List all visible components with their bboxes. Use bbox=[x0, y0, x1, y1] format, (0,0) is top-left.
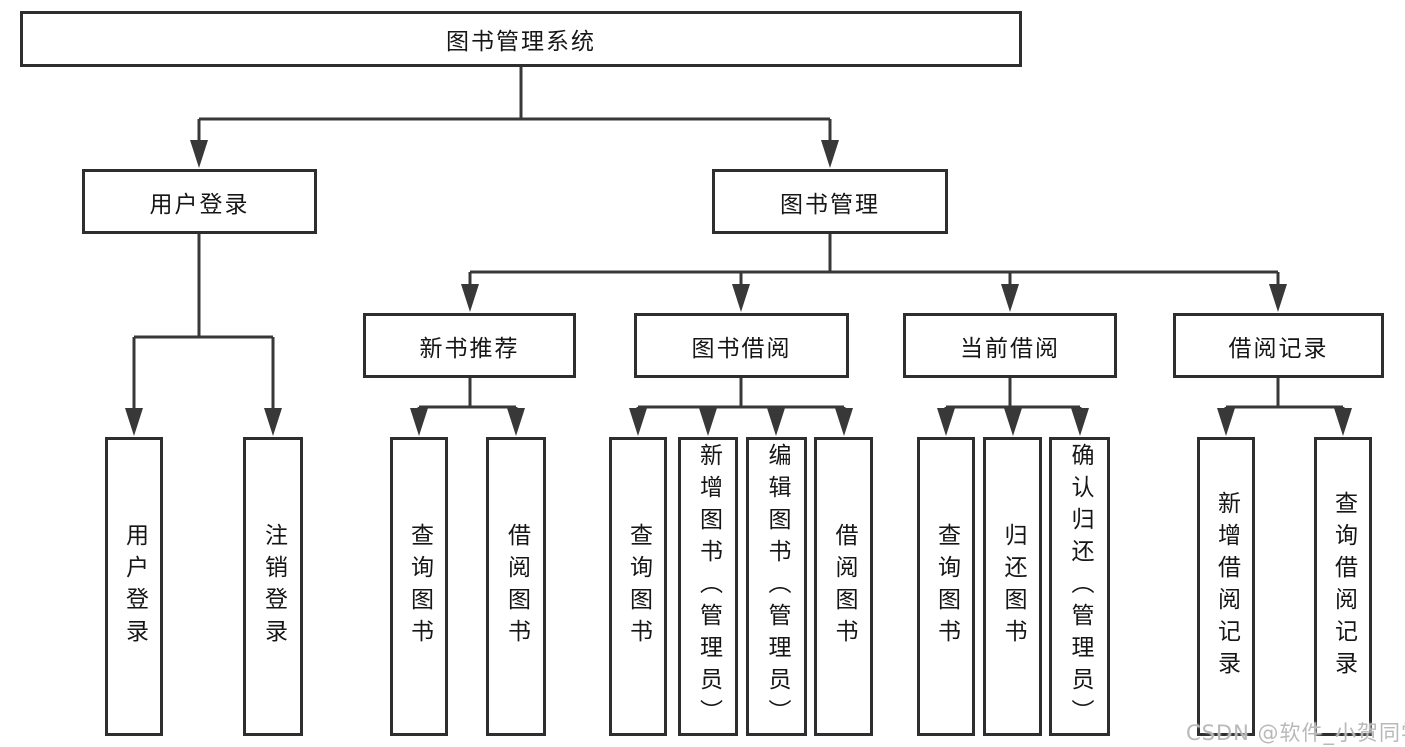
leaf-return-books-label: 归还图书 bbox=[1000, 522, 1026, 651]
arrowheads bbox=[125, 140, 1352, 436]
leaf-recommend-query-books: 查询图书 bbox=[390, 437, 448, 736]
leaf-user-login-label: 用户登录 bbox=[121, 522, 148, 651]
node-book-borrow: 图书借阅 bbox=[634, 313, 849, 378]
leaf-borrow-query-books-label: 查询图书 bbox=[625, 522, 652, 651]
leaf-add-borrow-record: 新增借阅记录 bbox=[1197, 437, 1255, 736]
leaf-recommend-borrow-books: 借阅图书 bbox=[486, 437, 546, 736]
node-current-borrow: 当前借阅 bbox=[903, 313, 1117, 378]
node-user-login-branch: 用户登录 bbox=[82, 169, 317, 234]
leaf-borrow-books: 借阅图书 bbox=[814, 437, 873, 736]
leaf-borrow-query-books: 查询图书 bbox=[609, 437, 667, 736]
node-user-login-branch-label: 用户登录 bbox=[149, 191, 250, 218]
leaf-confirm-return-admin-label: 确认归还（管理员） bbox=[1067, 442, 1093, 731]
node-book-management-label: 图书管理 bbox=[780, 191, 880, 218]
node-borrow-records: 借阅记录 bbox=[1173, 313, 1384, 378]
leaf-current-query-books: 查询图书 bbox=[917, 437, 975, 736]
leaf-query-borrow-record: 查询借阅记录 bbox=[1314, 437, 1372, 736]
node-current-borrow-label: 当前借阅 bbox=[960, 335, 1060, 362]
leaf-edit-books-admin: 编辑图书（管理员） bbox=[746, 437, 807, 736]
leaf-edit-books-admin-label: 编辑图书（管理员） bbox=[764, 442, 790, 731]
leaf-logout-label: 注销登录 bbox=[260, 522, 287, 651]
node-book-borrow-label: 图书借阅 bbox=[691, 335, 792, 362]
node-book-management: 图书管理 bbox=[712, 169, 948, 234]
leaf-add-borrow-record-label: 新增借阅记录 bbox=[1213, 490, 1240, 683]
node-root: 图书管理系统 bbox=[20, 11, 1022, 67]
leaf-return-books: 归还图书 bbox=[983, 437, 1042, 736]
leaf-recommend-query-books-label: 查询图书 bbox=[406, 522, 433, 651]
csdn-watermark: CSDN @软件_小贺同学 bbox=[1186, 721, 1405, 745]
leaf-user-login: 用户登录 bbox=[105, 437, 163, 736]
leaf-confirm-return-admin: 确认归还（管理员） bbox=[1049, 437, 1110, 736]
leaf-add-books-admin: 新增图书（管理员） bbox=[678, 437, 738, 736]
node-new-book-recommend: 新书推荐 bbox=[363, 313, 576, 378]
leaf-add-books-admin-label: 新增图书（管理员） bbox=[695, 442, 722, 731]
leaf-recommend-borrow-books-label: 借阅图书 bbox=[503, 522, 530, 651]
node-new-book-recommend-label: 新书推荐 bbox=[419, 335, 520, 362]
node-root-label: 图书管理系统 bbox=[446, 29, 596, 55]
node-borrow-records-label: 借阅记录 bbox=[1228, 335, 1329, 362]
leaf-current-query-books-label: 查询图书 bbox=[933, 522, 960, 651]
leaf-query-borrow-record-label: 查询借阅记录 bbox=[1330, 490, 1357, 683]
leaf-logout: 注销登录 bbox=[243, 437, 303, 736]
leaf-borrow-books-label: 借阅图书 bbox=[831, 522, 857, 651]
